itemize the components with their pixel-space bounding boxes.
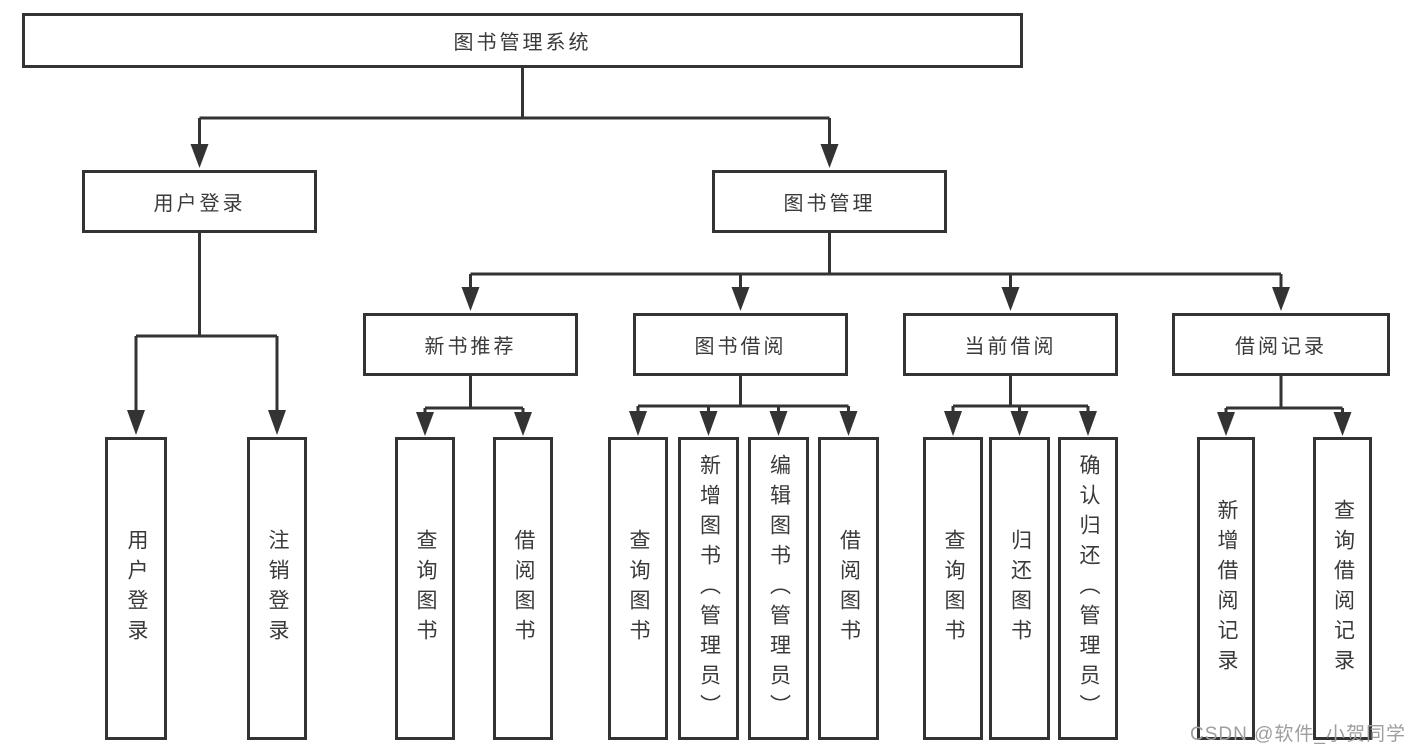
- leaf-query-book-2: 查询图书: [608, 437, 668, 740]
- node-label: 图书借阅: [694, 336, 787, 358]
- connector-path: [636, 376, 850, 413]
- node-book-borrow: 图书借阅: [633, 313, 848, 376]
- arrowhead: [839, 411, 858, 436]
- arrowhead: [1272, 287, 1290, 311]
- leaf-label: 确认归还（管理员）: [1077, 453, 1100, 724]
- connector-root-to-level2: [190, 68, 839, 168]
- arrowhead: [190, 144, 209, 168]
- leaf-borrow-book-2: 借阅图书: [818, 437, 879, 740]
- connector-path: [951, 376, 1090, 413]
- leaf-label: 注销登录: [266, 528, 289, 649]
- leaf-query-book-3: 查询图书: [923, 437, 983, 740]
- connector-borrow-records-to-leaves: [1217, 376, 1352, 436]
- connector-book-management-to-level3: [461, 233, 1290, 311]
- arrowhead: [1217, 412, 1235, 436]
- arrowhead: [127, 410, 145, 435]
- leaf-label: 编辑图书（管理员）: [767, 453, 791, 724]
- leaf-add-borrow-record: 新增借阅记录: [1197, 437, 1255, 740]
- arrowhead: [731, 287, 750, 311]
- arrowhead: [1010, 411, 1029, 436]
- arrowhead: [1001, 287, 1020, 311]
- connector-user-login-to-leaves: [127, 233, 286, 435]
- connector-current-borrow-to-leaves: [944, 376, 1097, 436]
- leaf-borrow-book-1: 借阅图书: [493, 437, 553, 740]
- connector-path: [1224, 376, 1344, 414]
- arrowhead: [820, 144, 839, 168]
- node-label: 新书推荐: [424, 336, 517, 358]
- node-user-login: 用户登录: [82, 170, 317, 233]
- leaf-logout-login: 注销登录: [247, 437, 307, 740]
- leaf-label: 查询图书: [414, 528, 437, 649]
- node-book-management: 图书管理: [712, 170, 947, 233]
- leaf-confirm-return-admin: 确认归还（管理员）: [1058, 437, 1118, 740]
- arrowhead: [268, 410, 286, 435]
- connector-path: [423, 376, 525, 414]
- connector-new-book-recommend-to-leaves: [416, 376, 532, 436]
- connector-path: [198, 68, 831, 146]
- node-label: 图书管理: [783, 193, 876, 215]
- leaf-label: 借阅图书: [837, 528, 861, 649]
- leaf-label: 借阅图书: [512, 528, 535, 649]
- arrowhead: [629, 411, 647, 436]
- leaf-return-book: 归还图书: [989, 437, 1050, 740]
- node-label: 当前借阅: [964, 336, 1057, 358]
- node-root: 图书管理系统: [22, 13, 1023, 68]
- arrowhead: [461, 287, 480, 311]
- arrowhead: [769, 411, 788, 436]
- connector-book-borrow-to-leaves: [629, 376, 858, 436]
- connector-path: [134, 233, 279, 412]
- arrowhead: [416, 412, 434, 436]
- node-current-borrow: 当前借阅: [903, 313, 1118, 376]
- leaf-query-borrow-record: 查询借阅记录: [1313, 437, 1372, 740]
- leaf-label: 归还图书: [1008, 528, 1032, 649]
- node-borrow-records: 借阅记录: [1172, 313, 1390, 376]
- arrowhead: [514, 412, 532, 436]
- leaf-user-login: 用户登录: [105, 437, 167, 740]
- connector-path: [469, 233, 1283, 289]
- csdn-watermark: CSDN @软件_小贺同学: [1190, 724, 1405, 745]
- leaf-edit-book-admin: 编辑图书（管理员）: [748, 437, 809, 740]
- node-label: 借阅记录: [1235, 336, 1327, 358]
- leaf-label: 新增借阅记录: [1215, 498, 1238, 679]
- leaf-label: 新增图书（管理员）: [697, 453, 721, 724]
- leaf-add-book-admin: 新增图书（管理员）: [678, 437, 739, 740]
- arrowhead: [699, 411, 718, 436]
- node-new-book-recommend: 新书推荐: [363, 313, 578, 376]
- node-label: 图书管理系统: [453, 32, 592, 54]
- arrowhead: [1079, 411, 1097, 436]
- leaf-query-book-1: 查询图书: [395, 437, 455, 740]
- node-label: 用户登录: [153, 193, 246, 215]
- leaf-label: 查询借阅记录: [1331, 498, 1355, 679]
- arrowhead: [1333, 412, 1352, 436]
- leaf-label: 用户登录: [125, 528, 148, 649]
- leaf-label: 查询图书: [627, 528, 650, 649]
- arrowhead: [944, 411, 962, 436]
- leaf-label: 查询图书: [942, 528, 965, 649]
